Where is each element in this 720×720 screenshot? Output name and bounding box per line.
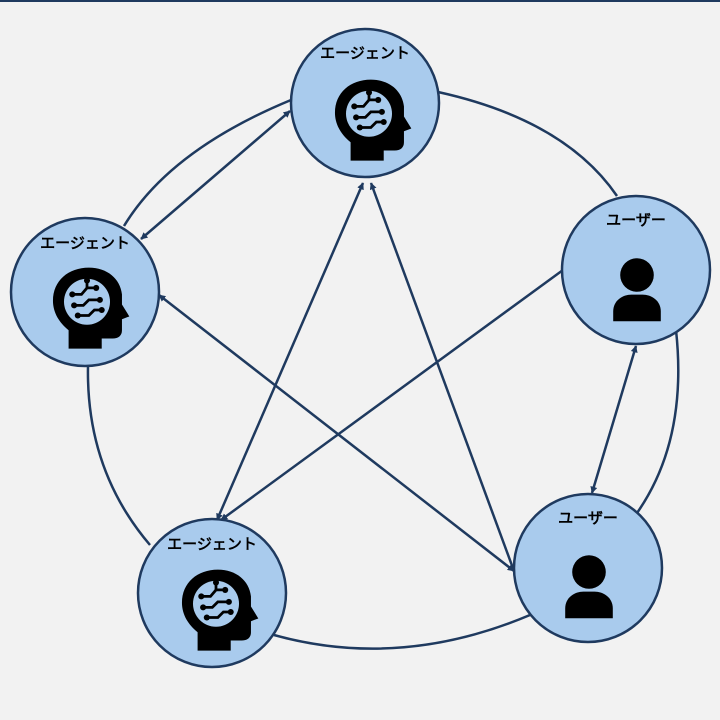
ring-arc-agent-top-to-agent-left <box>122 98 292 227</box>
ring-arc-user-right-to-user-bottom-right <box>635 329 680 514</box>
node-user-bottom-right: ユーザー <box>512 492 664 644</box>
node-label: エージェント <box>40 234 130 252</box>
arrow-agent-top-user-bottom-right <box>369 182 516 572</box>
ring-arc-agent-top-to-user-right <box>437 90 619 197</box>
arrow-user-right-agent-bottom-left <box>220 268 564 522</box>
node-label: ユーザー <box>606 211 666 229</box>
ring-arc-agent-left-to-agent-bottom-left <box>86 365 151 546</box>
arrow-agent-top-agent-left <box>140 110 291 240</box>
node-label: ユーザー <box>558 509 618 527</box>
node-label: エージェント <box>320 44 410 62</box>
connectors <box>140 110 638 572</box>
arrow-agent-left-user-bottom-right <box>158 294 515 572</box>
node-user-right: ユーザー <box>560 194 712 346</box>
ring-arc-agent-bottom-left-to-user-bottom-right <box>273 613 531 650</box>
node-agent-top: エージェント <box>289 27 441 179</box>
arrow-user-right-user-bottom-right <box>590 345 638 494</box>
node-label: エージェント <box>167 535 257 553</box>
node-agent-left: エージェント <box>9 216 161 368</box>
top-border <box>0 0 720 2</box>
node-agent-bottom-left: エージェント <box>136 517 288 669</box>
